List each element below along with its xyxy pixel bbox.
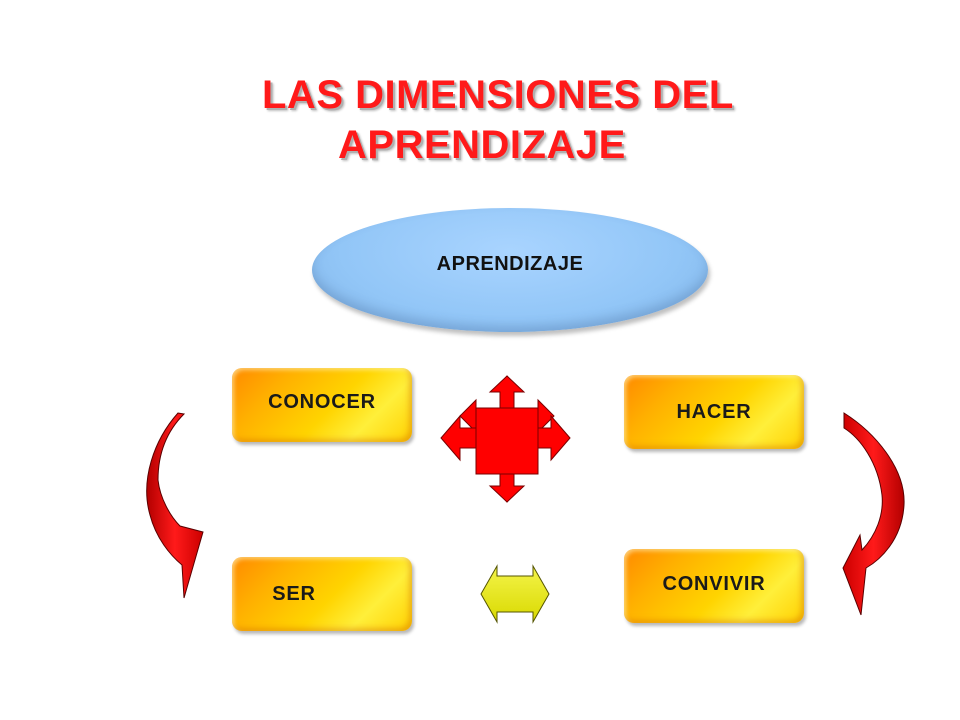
- page-title: LAS DIMENSIONES DEL APRENDIZAJE: [0, 70, 960, 180]
- center-ellipse: APRENDIZAJE: [312, 208, 708, 332]
- box-conocer-label: CONOCER: [268, 390, 376, 413]
- curved-arrow-right-icon: [842, 412, 905, 616]
- box-conocer: CONOCER: [232, 368, 412, 442]
- box-ser: SER: [232, 557, 412, 631]
- title-line-2: APRENDIZAJE: [338, 123, 626, 167]
- box-hacer-label: HACER: [676, 400, 752, 423]
- double-arrow-icon: [480, 564, 550, 624]
- box-hacer: HACER: [624, 375, 804, 449]
- center-label: APRENDIZAJE: [436, 252, 584, 275]
- box-ser-label: SER: [272, 582, 316, 605]
- title-line-1: LAS DIMENSIONES DEL: [262, 73, 734, 117]
- box-convivir: CONVIVIR: [624, 549, 804, 623]
- four-way-arrow-icon: [440, 375, 571, 503]
- box-convivir-label: CONVIVIR: [662, 572, 766, 595]
- curved-arrow-left-icon: [146, 412, 204, 599]
